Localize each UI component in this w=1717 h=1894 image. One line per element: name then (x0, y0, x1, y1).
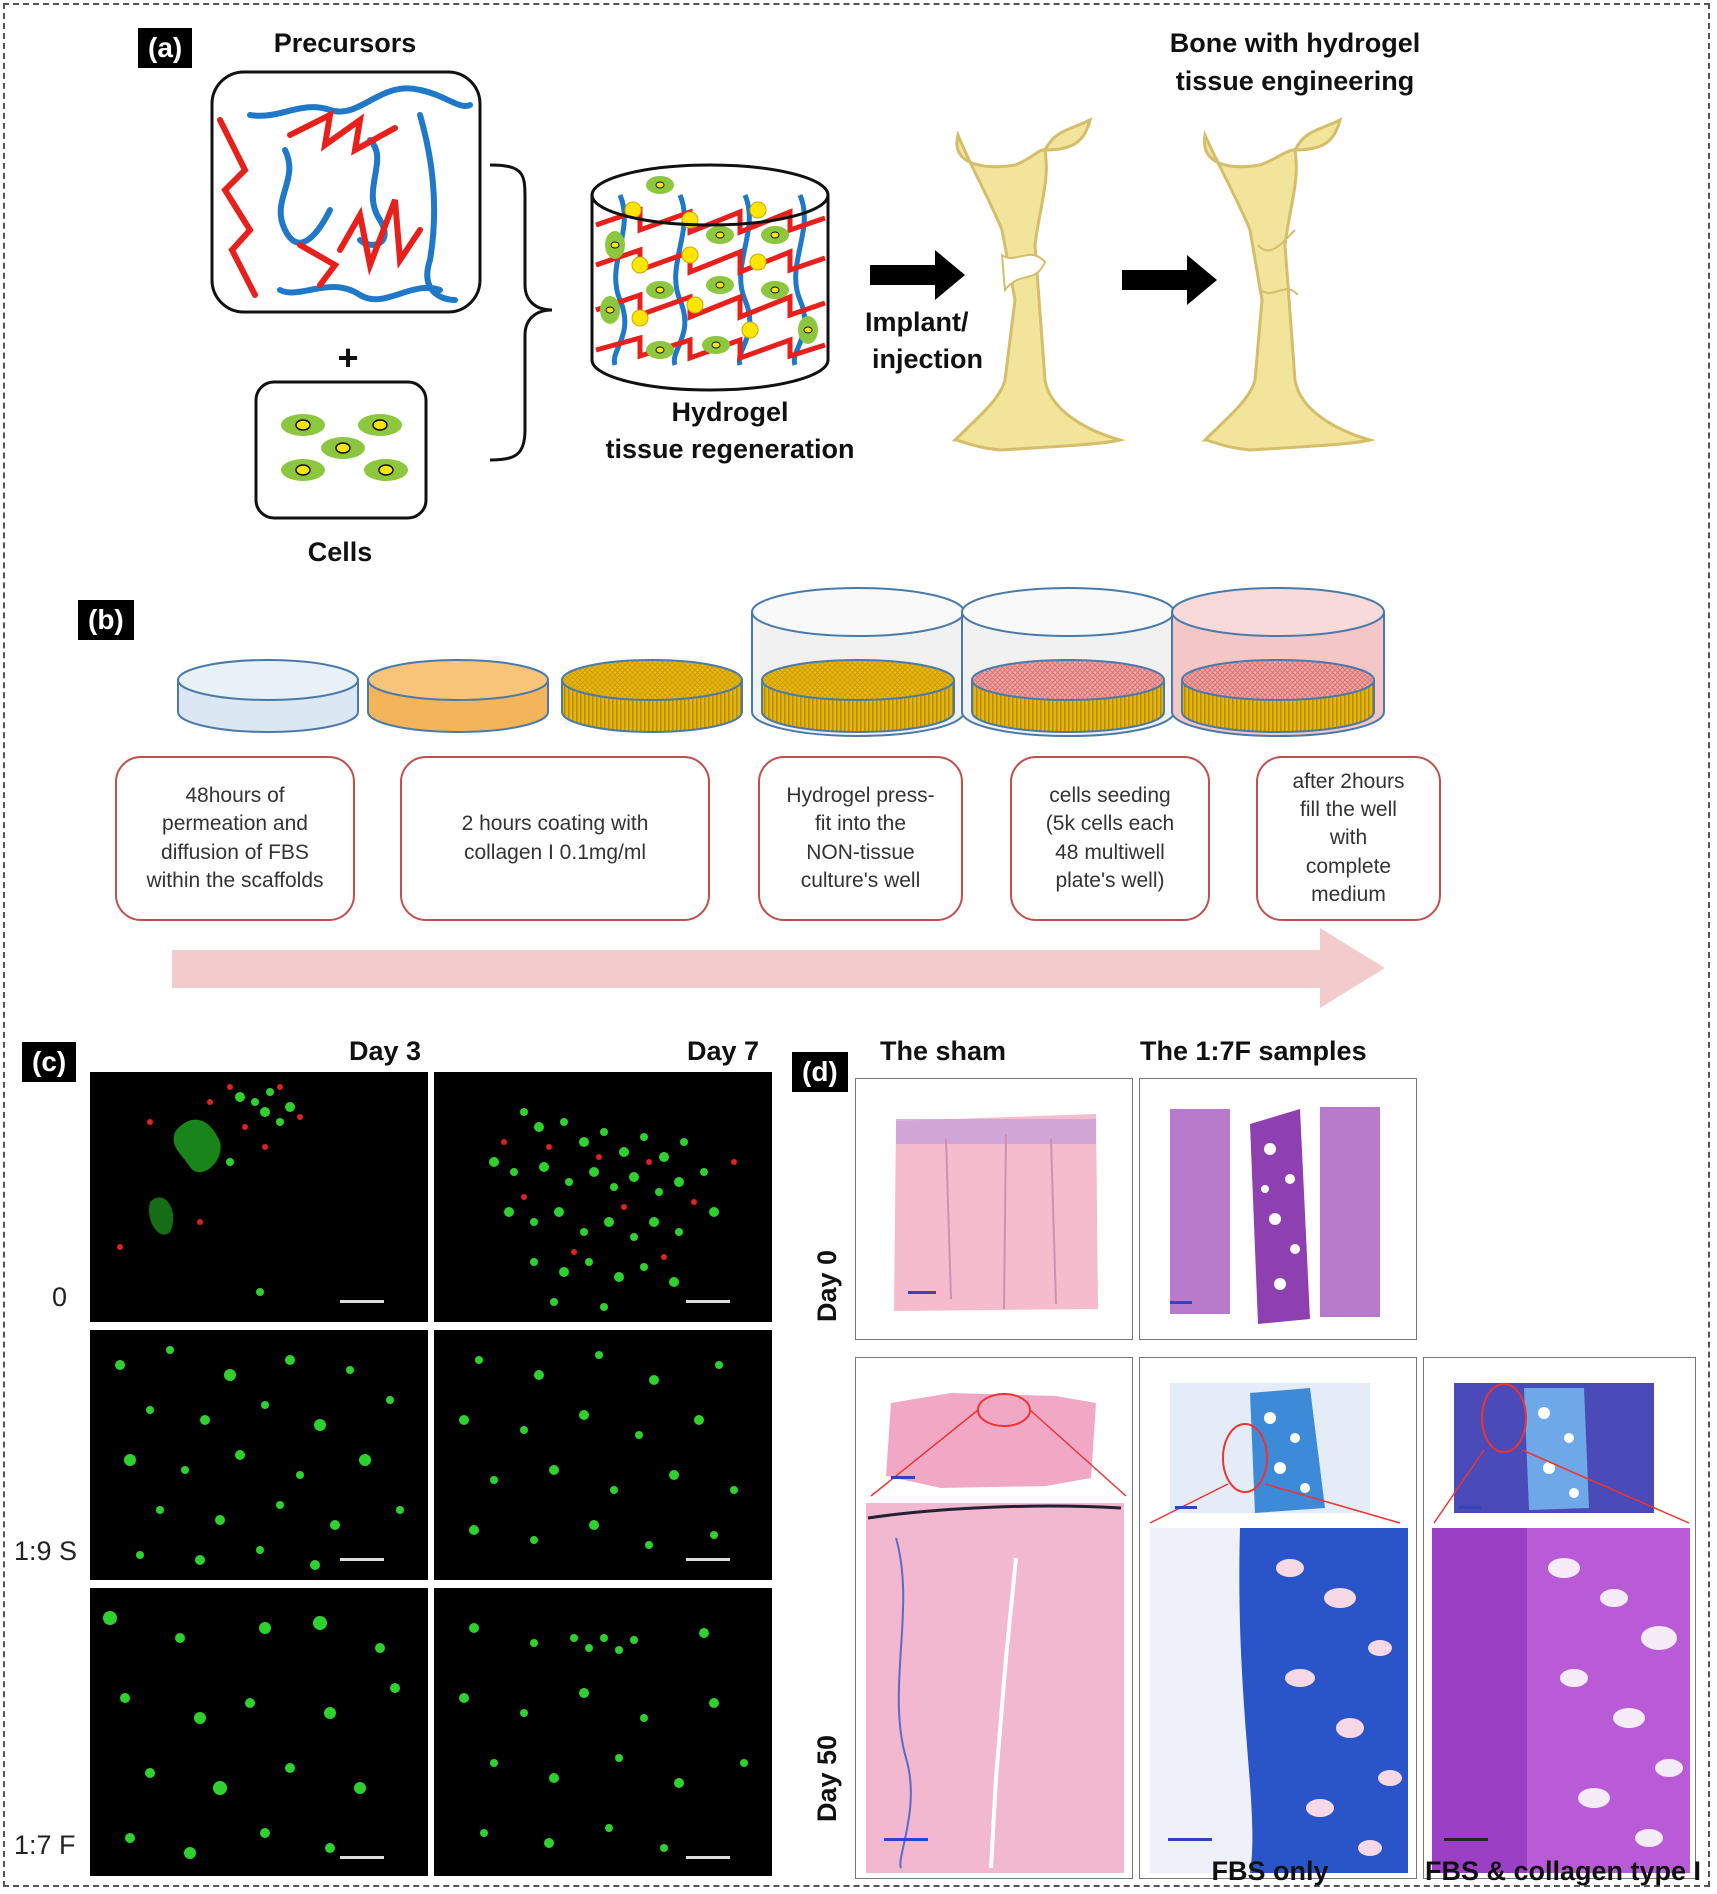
col-day3-label: Day 3 (348, 1036, 422, 1066)
col-sham-label: The sham (880, 1036, 1007, 1066)
histology-samples-day0 (1139, 1078, 1417, 1340)
step-4-box: cells seeding (5k cells each 48 multiwel… (1010, 756, 1210, 921)
micrograph-17f-day3 (90, 1588, 428, 1876)
col-day7-label: Day 7 (686, 1036, 760, 1066)
cells-label: Cells (307, 537, 373, 567)
step-1-box: 48hours of permeation and diffusion of F… (115, 756, 355, 921)
precursors-label: Precursors (273, 28, 417, 58)
micrograph-19s-day7 (434, 1330, 772, 1580)
hydrogel-label-line2: tissue regeneration (605, 434, 855, 464)
panel-d-tag: (d) (792, 1052, 848, 1092)
implant-label-line2: injection (872, 344, 984, 374)
step-3-box: Hydrogel press- fit into the NON-tissue … (758, 756, 963, 921)
histology-sham-day50 (855, 1357, 1133, 1879)
step-2-box: 2 hours coating with collagen I 0.1mg/ml (400, 756, 710, 921)
hydrogel-label-line1: Hydrogel (671, 397, 789, 427)
bone-label-line1: Bone with hydrogel (1169, 28, 1421, 58)
implant-label-line1: Implant/ (865, 307, 969, 337)
panel-a-tag: (a) (138, 28, 193, 68)
step-5-box: after 2hours fill the well with complete… (1256, 756, 1441, 921)
bone-label-line2: tissue engineering (1175, 66, 1415, 96)
figure-frame (3, 3, 1710, 1887)
row-day0-label: Day 0 (812, 1249, 842, 1322)
row-0-label: 0 (52, 1282, 68, 1312)
micrograph-17f-day7 (434, 1588, 772, 1876)
row-day50-label: Day 50 (812, 1734, 842, 1822)
histology-fbs-collagen-day50 (1423, 1357, 1696, 1879)
row-19s-label: 1:9 S (14, 1536, 78, 1566)
caption-fbs-only: FBS only (1211, 1856, 1329, 1886)
micrograph-0-day7 (434, 1072, 772, 1322)
plus-sign: + (337, 337, 359, 378)
col-samples-label: The 1:7F samples (1140, 1036, 1367, 1066)
caption-fbs-collagen: FBS & collagen type I (1424, 1856, 1702, 1886)
row-17f-label: 1:7 F (14, 1830, 76, 1860)
histology-sham-day0 (855, 1078, 1133, 1340)
panel-b-tag: (b) (78, 600, 134, 640)
panel-c-tag: (c) (22, 1042, 77, 1082)
histology-fbs-only-day50 (1139, 1357, 1417, 1879)
micrograph-0-day3 (90, 1072, 428, 1322)
micrograph-19s-day3 (90, 1330, 428, 1580)
